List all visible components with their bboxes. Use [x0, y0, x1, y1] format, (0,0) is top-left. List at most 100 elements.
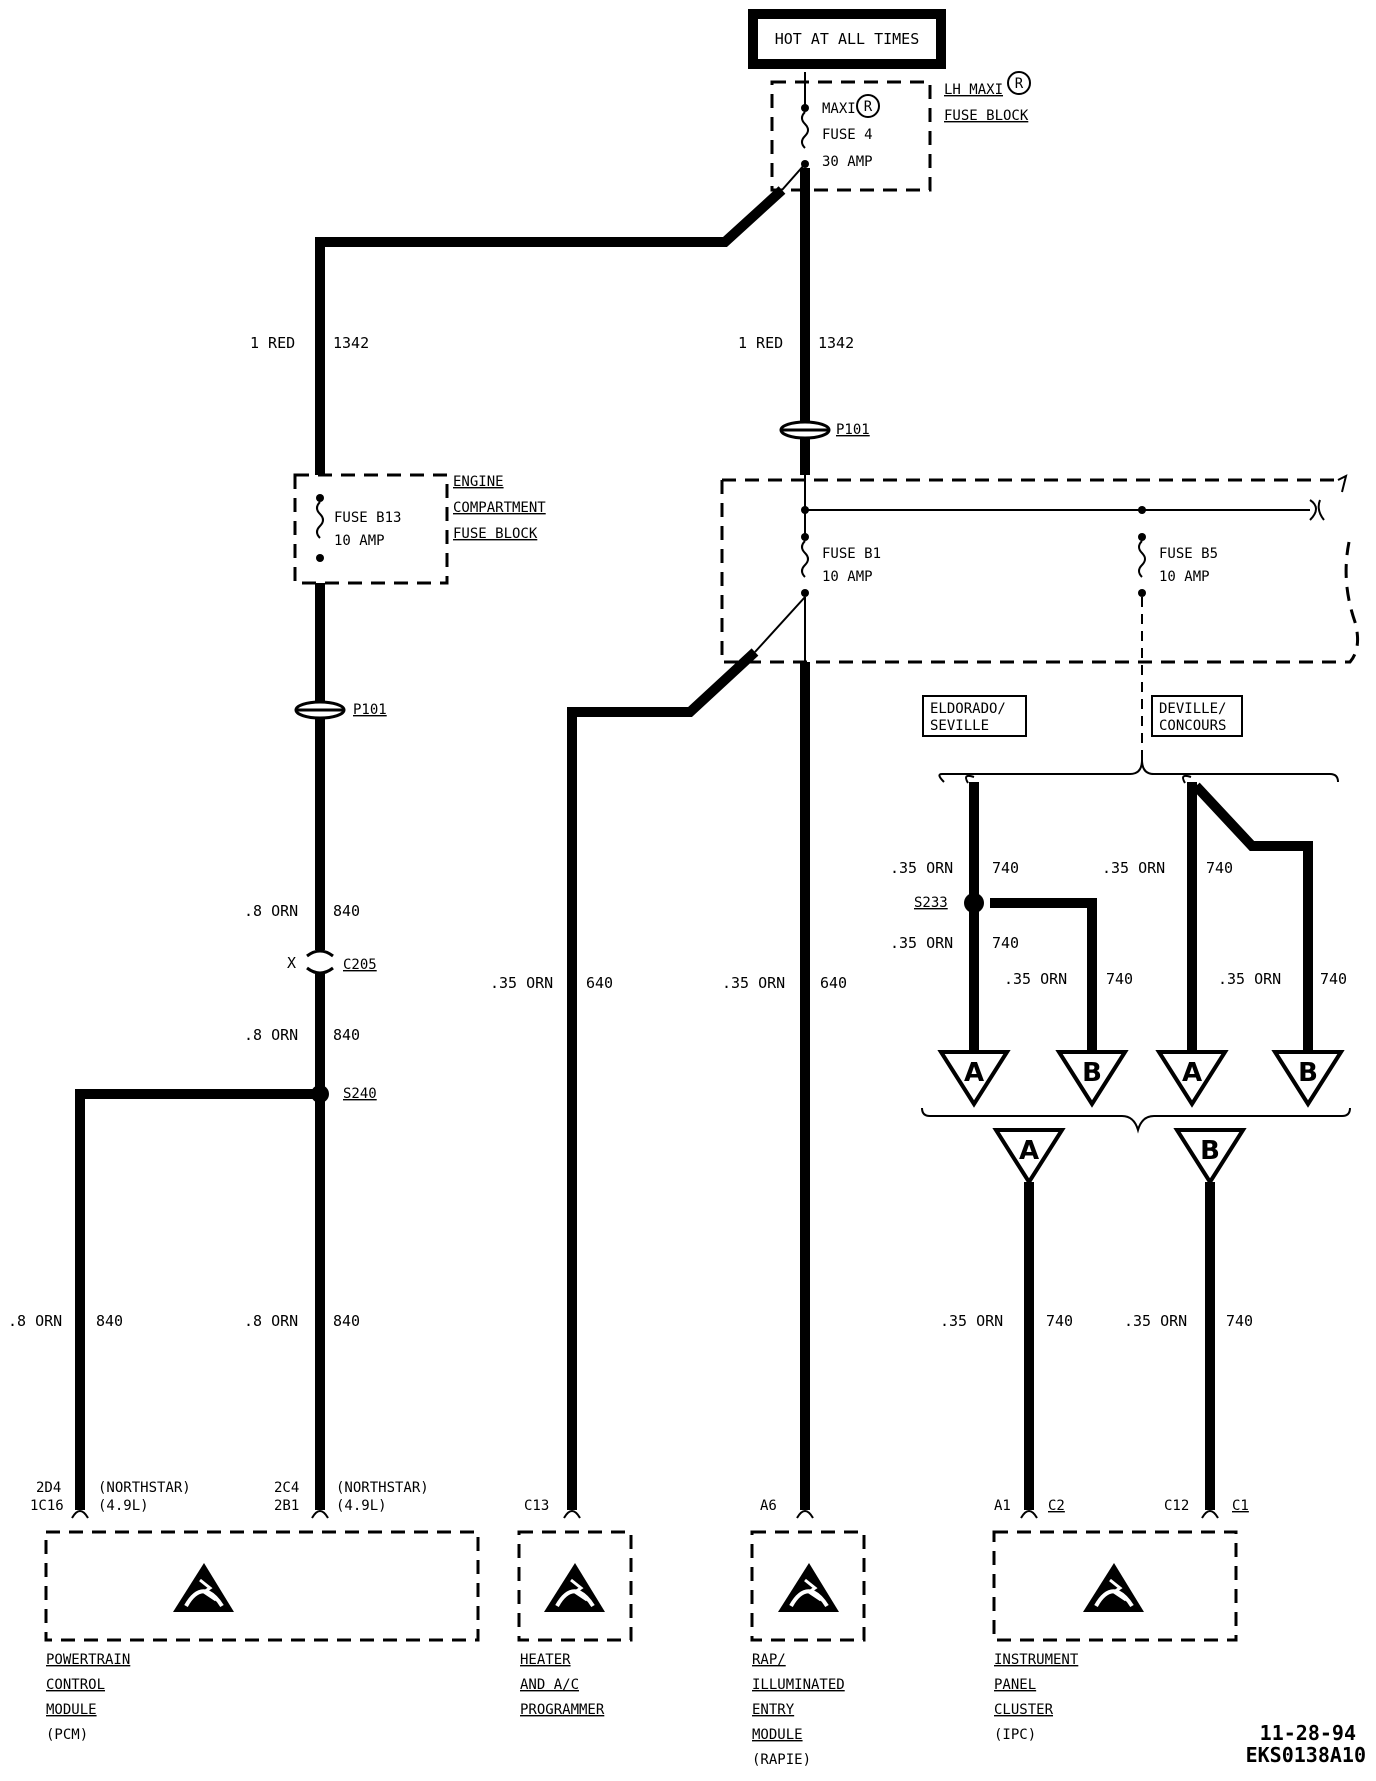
wire-label-740-d1-circuit: 740 — [1206, 859, 1233, 877]
pin-ipc-c12: C12 — [1164, 1498, 1189, 1514]
pcm-name-1: POWERTRAIN — [46, 1652, 130, 1668]
esd-icon — [173, 1563, 234, 1612]
eldorado-line2: SEVILLE — [930, 718, 989, 734]
wire-label-740-e3-size: .35 ORN — [1004, 970, 1067, 988]
connector-p101-left: P101 — [294, 700, 387, 720]
rap-name-4: MODULE — [752, 1727, 803, 1743]
fuse-b5-label: FUSE B5 — [1159, 546, 1218, 562]
module-ipc — [992, 1530, 1238, 1642]
fuse-b13-rating: 10 AMP — [334, 533, 385, 549]
wire-orn-640-hvac — [567, 648, 759, 1510]
pcm-name-4: (PCM) — [46, 1727, 88, 1743]
rap-name-1: RAP/ — [752, 1652, 786, 1668]
maxi-fuse-line2: FUSE 4 — [822, 127, 873, 143]
wire-label-840-b-circuit: 840 — [333, 1026, 360, 1044]
module-name-rap: RAP/ ILLUMINATED ENTRY MODULE (RAPIE) — [752, 1652, 845, 1768]
pin-pcm1-note1: (NORTHSTAR) — [98, 1480, 191, 1496]
pin-ipc-c2: C2 — [1048, 1498, 1065, 1514]
fuse-b13-label: FUSE B13 — [334, 510, 401, 526]
wire-label-740-ipc-a-circuit: 740 — [1046, 1312, 1073, 1330]
rap-name-5: (RAPIE) — [752, 1752, 811, 1768]
registered-mark-text-2: R — [1015, 76, 1024, 92]
wire-label-740-e1-size: .35 ORN — [890, 859, 953, 877]
wire-label-740-e2-size: .35 ORN — [890, 934, 953, 952]
pcm-name-2: CONTROL — [46, 1677, 105, 1693]
wire-label-840-a-size: .8 ORN — [244, 902, 298, 920]
pin-pcm2-top: 2C4 — [274, 1480, 299, 1496]
s233-label: S233 — [914, 895, 948, 911]
esd-icon — [1083, 1563, 1144, 1612]
pin-ipc-a1: A1 — [994, 1498, 1011, 1514]
maxi-block-label-2: FUSE BLOCK — [944, 108, 1029, 124]
registered-mark-text: R — [864, 99, 873, 115]
wire-label-840-pcm2-circuit: 840 — [333, 1312, 360, 1330]
triangle-b-deville: B — [1271, 1050, 1345, 1108]
esd-icon — [778, 1563, 839, 1612]
connector-c205: X C205 — [287, 949, 377, 975]
pcm-name-3: MODULE — [46, 1702, 97, 1718]
pin-hvac: C13 — [524, 1498, 549, 1514]
footer-date: 11-28-94 — [1260, 1721, 1356, 1745]
wire-label-740-e1-circuit: 740 — [992, 859, 1019, 877]
engine-block-label-3: FUSE BLOCK — [453, 526, 538, 542]
pin-pcm1-bot: 1C16 — [30, 1498, 64, 1514]
variant-brace-top — [938, 759, 1339, 783]
wire-label-red-right-circuit: 1342 — [818, 334, 854, 352]
engine-fuse-block: FUSE B13 10 AMP ENGINE COMPARTMENT FUSE … — [293, 473, 546, 585]
ipc-name-3: CLUSTER — [994, 1702, 1054, 1718]
wire-label-740-e2-circuit: 740 — [992, 934, 1019, 952]
variant-deville: DEVILLE/ CONCOURS — [1151, 695, 1243, 737]
module-name-hvac: HEATER AND A/C PROGRAMMER — [520, 1652, 605, 1718]
wire-label-840-pcm1-size: .8 ORN — [8, 1312, 62, 1330]
power-source-label: HOT AT ALL TIMES — [775, 30, 920, 48]
wire-label-840-pcm1-circuit: 840 — [96, 1312, 123, 1330]
ipc-name-2: PANEL — [994, 1677, 1036, 1693]
s240-label: S240 — [343, 1086, 377, 1102]
splice-s233 — [964, 893, 984, 913]
wire-label-640-hvac-circuit: 640 — [586, 974, 613, 992]
wire-orn-740-deville-b — [1192, 782, 1313, 1060]
wire-label-640-rap-size: .35 ORN — [722, 974, 785, 992]
module-rap — [750, 1530, 866, 1642]
triangle-a-deville-letter: A — [1182, 1058, 1202, 1088]
triangle-b-ipc-letter: B — [1200, 1136, 1220, 1166]
rap-name-2: ILLUMINATED — [752, 1677, 845, 1693]
triangle-a-ipc: A — [992, 1128, 1066, 1186]
wire-label-840-a-circuit: 840 — [333, 902, 360, 920]
fuse-b1-label: FUSE B1 — [822, 546, 881, 562]
c205-label: C205 — [343, 957, 377, 973]
fuse-b1-rating: 10 AMP — [822, 569, 873, 585]
maxi-block-label-1: LH MAXI — [944, 82, 1003, 98]
module-hvac — [517, 1530, 633, 1642]
wire-label-640-rap-circuit: 640 — [820, 974, 847, 992]
maxi-fuse-rating: 30 AMP — [822, 154, 873, 170]
wire-red-1342-left — [315, 186, 786, 475]
wire-label-740-ipc-b-size: .35 ORN — [1124, 1312, 1187, 1330]
wire-label-740-d2-circuit: 740 — [1320, 970, 1347, 988]
wire-label-740-d1-size: .35 ORN — [1102, 859, 1165, 877]
triangle-a-eldorado: A — [937, 1050, 1011, 1108]
triangle-b-ipc: B — [1173, 1128, 1247, 1186]
deville-line1: DEVILLE/ — [1159, 701, 1226, 717]
triangle-b-eldorado-letter: B — [1082, 1058, 1102, 1088]
triangle-a-ipc-letter: A — [1019, 1136, 1039, 1166]
pin-ipc-c1: C1 — [1232, 1498, 1249, 1514]
registered-mark-icon-2 — [1007, 71, 1031, 95]
connector-p101-right: P101 — [779, 420, 870, 440]
hvac-name-1: HEATER — [520, 1652, 571, 1668]
deville-line2: CONCOURS — [1159, 718, 1226, 734]
ipc-name-4: (IPC) — [994, 1727, 1036, 1743]
pin-terminals — [71, 1510, 1219, 1519]
pin-rap: A6 — [760, 1498, 777, 1514]
pin-pcm2-note1: (NORTHSTAR) — [336, 1480, 429, 1496]
wire-label-red-right-size: 1 RED — [738, 334, 783, 352]
maxi-fuse-block: MAXI R FUSE 4 30 AMP LH MAXI R FUSE BLOC… — [770, 71, 1031, 192]
wire-label-640-hvac-size: .35 ORN — [490, 974, 553, 992]
eldorado-line1: ELDORADO/ — [930, 701, 1006, 717]
wire-label-red-left-size: 1 RED — [250, 334, 295, 352]
hvac-name-2: AND A/C — [520, 1677, 579, 1693]
p101-left-label: P101 — [353, 702, 387, 718]
wire-label-840-pcm2-size: .8 ORN — [244, 1312, 298, 1330]
engine-block-label-2: COMPARTMENT — [453, 500, 546, 516]
